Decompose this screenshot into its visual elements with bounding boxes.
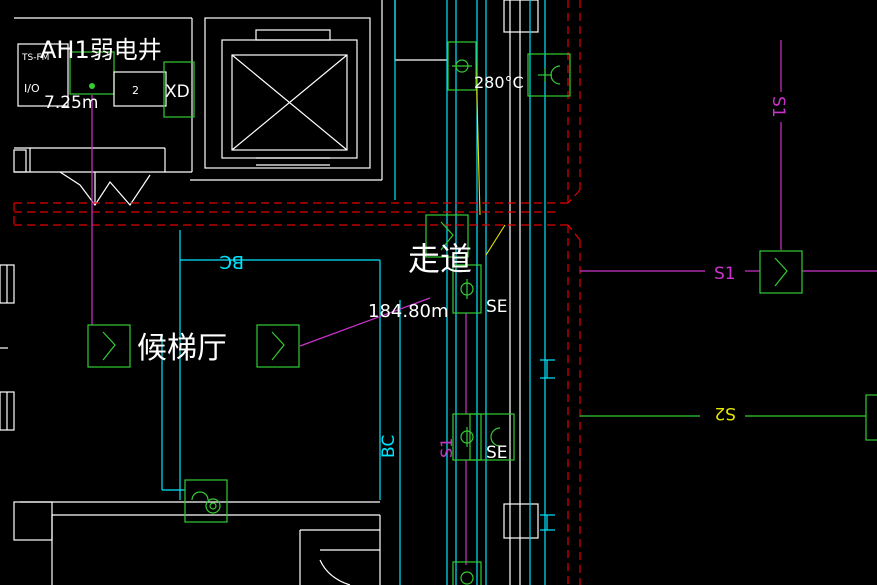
se-label-bottom: SE	[486, 443, 508, 463]
elevation-label: 7.25m	[44, 93, 98, 113]
corridor-label: 走道	[408, 240, 472, 278]
s1-label-mid-right: S1	[714, 264, 736, 284]
fire-damper-bottom[interactable]	[452, 561, 482, 585]
hydrant-symbol[interactable]	[184, 479, 228, 523]
s1-label-vertical: S1	[437, 438, 456, 458]
smoke-detector-right[interactable]	[759, 250, 803, 294]
smoke-detector-lobby-left[interactable]	[87, 324, 131, 368]
yellow-connector-lines	[475, 59, 506, 256]
shaft-label: AH1弱电井	[40, 36, 162, 64]
bc-label-vertical: BC	[379, 435, 399, 458]
corridor-elevation-label: 184.80m	[368, 301, 449, 322]
se-label-top: SE	[486, 297, 508, 317]
architecture-walls	[0, 0, 539, 585]
temperature-label: 280°C	[474, 73, 524, 92]
magenta-cable-routes	[91, 40, 877, 565]
xd-label: XD	[165, 82, 190, 102]
damper-280-symbol[interactable]	[527, 53, 571, 97]
ts-label: TS-FM	[21, 53, 49, 63]
io-label: I/O	[24, 82, 40, 95]
fire-zone-boundary	[13, 0, 581, 585]
cyan-duct-lines	[161, 0, 555, 585]
smoke-detector-lobby-right[interactable]	[256, 324, 300, 368]
fire-damper-lower[interactable]	[452, 413, 515, 461]
smoke-detector-corridor[interactable]	[425, 214, 469, 258]
text-labels: AH1弱电井 7.25m TS-FM I/O 2 XD 280°C 走道 184…	[21, 36, 788, 463]
lobby-label: 候梯厅	[137, 331, 227, 366]
shaft-cabinet	[17, 43, 195, 118]
s2-label-right: S2	[714, 403, 736, 423]
fire-damper-top[interactable]	[447, 41, 477, 91]
s1-label-top-right: S1	[768, 96, 788, 118]
two-label: 2	[132, 84, 139, 97]
smoke-detector-far-right[interactable]	[865, 394, 877, 441]
bc-label-top: BC	[219, 251, 244, 272]
fire-damper-mid[interactable]	[452, 264, 482, 314]
